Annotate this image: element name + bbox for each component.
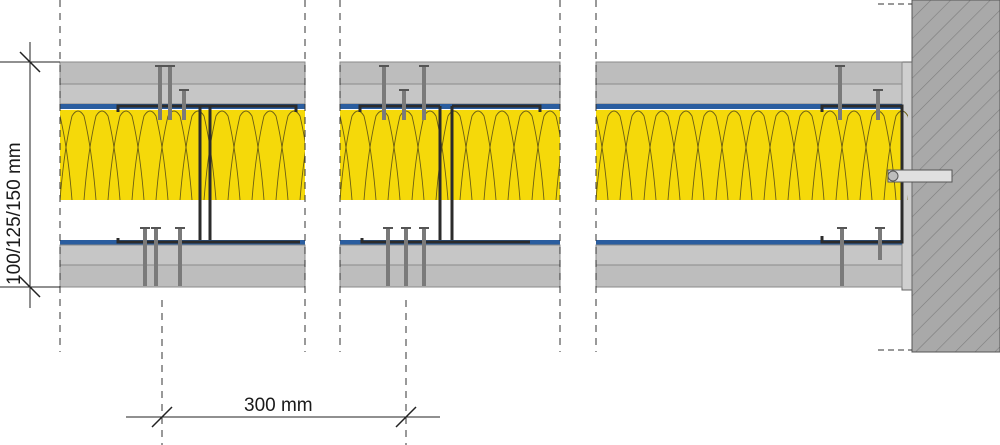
insulation-wave bbox=[60, 115, 73, 200]
insulation-wave bbox=[739, 110, 777, 200]
screws bbox=[140, 65, 885, 286]
insulation-wave bbox=[715, 110, 753, 200]
insulation-wave bbox=[131, 110, 169, 200]
insulation-wave bbox=[411, 110, 449, 200]
insulation-wave bbox=[507, 110, 545, 200]
insulation-wave bbox=[763, 110, 801, 200]
insulation-wave bbox=[227, 110, 265, 200]
spacing-label: 300 mm bbox=[244, 395, 313, 416]
insulation-wave bbox=[835, 110, 873, 200]
thickness-dimension: 100/125/150 mm bbox=[0, 42, 60, 308]
insulation-wave bbox=[596, 115, 609, 200]
insulation-wave bbox=[619, 110, 657, 200]
insulation-wave bbox=[340, 115, 353, 200]
top-board bbox=[59, 61, 306, 85]
insulation bbox=[60, 110, 305, 200]
insulation-wave bbox=[555, 158, 560, 200]
insulation-wave bbox=[275, 110, 305, 200]
anchor-bolt bbox=[887, 169, 953, 183]
insulation-wave bbox=[251, 110, 289, 200]
insulation-wave bbox=[60, 110, 97, 200]
insulation-pattern bbox=[60, 110, 305, 200]
steel-stud bbox=[358, 104, 542, 244]
insulation-wave bbox=[340, 110, 377, 200]
insulation-wave bbox=[483, 110, 521, 200]
insulation-wave bbox=[811, 110, 849, 200]
thickness-label: 100/125/150 mm bbox=[4, 142, 25, 285]
insulation-wave bbox=[787, 110, 825, 200]
bottom-board bbox=[59, 264, 306, 288]
insulation-wave bbox=[155, 110, 193, 200]
insulation-wave bbox=[643, 110, 681, 200]
insulation-wave bbox=[596, 110, 633, 200]
insulation-wave bbox=[667, 110, 705, 200]
guide-lines bbox=[59, 0, 597, 445]
wall-segment-middle bbox=[339, 61, 561, 288]
spacing-dimension: 300 mm bbox=[126, 395, 440, 428]
bottom-board-inner bbox=[59, 244, 306, 266]
wall-segment-right bbox=[595, 61, 953, 288]
insulation-wave bbox=[531, 110, 560, 200]
insulation-wave bbox=[107, 110, 145, 200]
insulation-wave bbox=[691, 110, 729, 200]
insulation-wave bbox=[459, 110, 497, 200]
wall-segment-left bbox=[59, 61, 306, 288]
insulation-wave bbox=[83, 110, 121, 200]
steel-stud bbox=[116, 104, 300, 244]
